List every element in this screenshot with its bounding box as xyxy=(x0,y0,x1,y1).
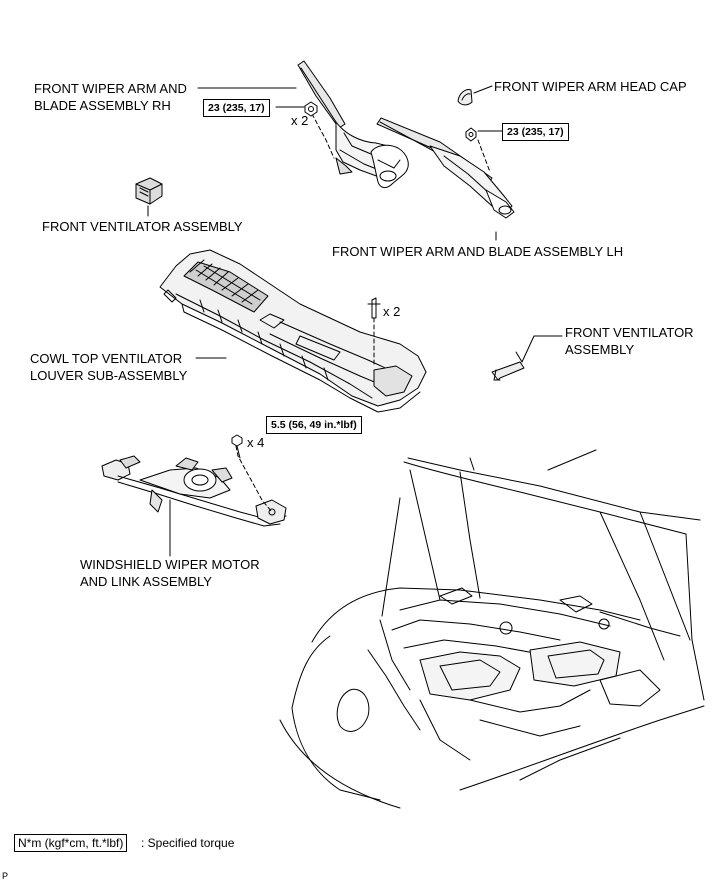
label-front-wiper-rh-line2: BLADE ASSEMBLY RH xyxy=(34,98,171,113)
label-front-ventilator-right-line1: FRONT VENTILATOR xyxy=(565,325,694,340)
wiper-arm-lh-illustration xyxy=(376,117,515,219)
head-cap-illustration xyxy=(457,89,473,106)
label-front-wiper-lh: FRONT WIPER ARM AND BLADE ASSEMBLY LH xyxy=(332,244,624,259)
leader-lines xyxy=(147,85,563,557)
label-cowl-line1: COWL TOP VENTILATOR xyxy=(30,351,183,366)
front-ventilator-right-illustration xyxy=(491,351,525,381)
label-motor-line1: WINDSHIELD WIPER MOTOR xyxy=(80,557,260,572)
torque-motor-bolt: 5.5 (56, 49 in.*lbf) xyxy=(266,416,362,434)
label-front-ventilator-right-line2: ASSEMBLY xyxy=(565,342,635,357)
label-head-cap: FRONT WIPER ARM HEAD CAP xyxy=(494,79,687,94)
qty-rh-nut: x 2 xyxy=(291,113,309,128)
page-mark: P xyxy=(2,871,9,881)
label-front-ventilator-left: FRONT VENTILATOR ASSEMBLY xyxy=(42,219,243,234)
vehicle-illustration xyxy=(279,449,705,809)
torque-rh-nut: 23 (235, 17) xyxy=(203,99,270,117)
qty-motor-bolt: x 4 xyxy=(247,435,265,450)
torque-lh-nut: 23 (235, 17) xyxy=(502,123,569,141)
legend-unit-box: N*m (kgf*cm, ft.*lbf) xyxy=(14,834,128,852)
legend-description: : Specified torque xyxy=(141,836,235,850)
wiper-motor-illustration xyxy=(101,434,287,527)
front-ventilator-left-illustration xyxy=(135,177,163,205)
qty-clip: x 2 xyxy=(383,304,401,319)
label-front-wiper-rh-line1: FRONT WIPER ARM AND xyxy=(34,81,187,96)
label-cowl-line2: LOUVER SUB-ASSEMBLY xyxy=(30,368,188,383)
cowl-louver-illustration xyxy=(159,249,427,413)
wiper-arm-rh-illustration xyxy=(297,60,409,189)
label-motor-line2: AND LINK ASSEMBLY xyxy=(80,574,212,589)
